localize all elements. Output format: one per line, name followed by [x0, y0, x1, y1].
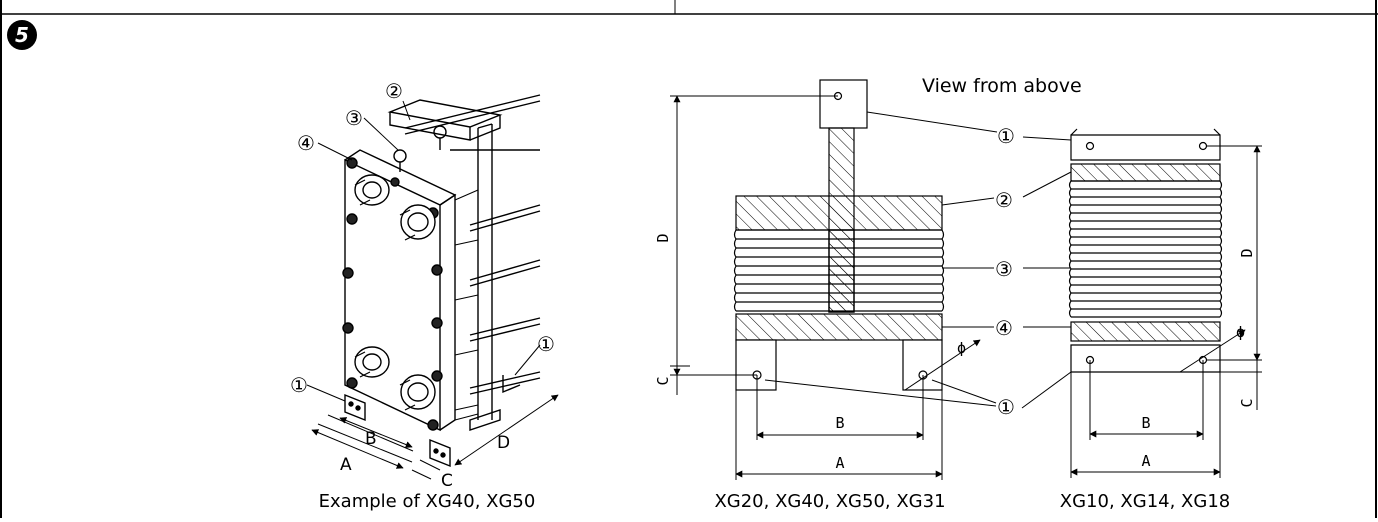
iso-callout-leaders	[306, 100, 541, 402]
iso-dimension-lines	[311, 394, 559, 480]
dim-d-side-lines	[1207, 145, 1262, 410]
iso-dimension-labels: B A D C	[340, 429, 510, 491]
callout-4-iso: ④	[297, 131, 315, 155]
guide-rods	[404, 94, 541, 395]
callout-3-iso: ③	[345, 106, 363, 130]
caption-left: Example of XG40, XG50	[319, 491, 536, 512]
dim-d-front: D	[654, 233, 672, 242]
mounting-feet	[344, 375, 521, 468]
view-from-above-label: View from above	[922, 75, 1082, 97]
plate-pack-side	[1068, 180, 1223, 318]
caption-right: XG10, XG14, XG18	[1060, 491, 1230, 512]
side-view-drawing	[1021, 128, 1262, 478]
callout-2-iso: ②	[385, 79, 403, 103]
callout-2-front: ②	[995, 188, 1013, 212]
carrying-bar	[387, 99, 503, 141]
flange-studs	[354, 179, 416, 411]
step-badge: 5	[7, 20, 37, 50]
dim-a-iso: A	[340, 455, 352, 475]
dim-phi-front: ϕ	[957, 339, 966, 357]
dim-c-front: C	[654, 376, 672, 385]
phi-leader-side	[1179, 329, 1246, 373]
callout-4-front: ④	[995, 316, 1013, 340]
dim-b-front: B	[835, 414, 844, 432]
dim-d-side: D	[1238, 248, 1256, 257]
callout-3-front: ③	[995, 257, 1013, 281]
dim-b-iso: B	[365, 429, 377, 449]
front-dimension-labels: D C B A ϕ	[654, 233, 966, 472]
iso-callout-labels: ② ③ ④ ① ①	[290, 79, 555, 397]
dim-ab-side-lines	[1070, 360, 1221, 478]
plate-pack	[454, 189, 479, 421]
isometric-exchanger-drawing	[306, 94, 559, 480]
callout-1-top: ①	[997, 124, 1015, 148]
dim-c-side: C	[1238, 398, 1256, 407]
dim-a-side: A	[1141, 452, 1150, 470]
dim-d-iso: D	[497, 433, 510, 453]
pressure-plate	[735, 195, 943, 231]
dim-b-side: B	[1141, 414, 1150, 432]
dim-ab-front-lines	[735, 375, 943, 480]
front-view-labels: View from above ① ② ③ ④ ①	[922, 75, 1082, 419]
front-callout-leaders	[764, 111, 998, 407]
step-number: 5	[15, 23, 29, 47]
frame-plate-side	[1070, 321, 1221, 342]
frame-plate-section	[735, 313, 943, 341]
callout-1-iso-right: ①	[537, 332, 555, 356]
dim-c-iso: C	[441, 471, 453, 491]
dim-d-front-lines	[670, 95, 838, 395]
front-view-drawing	[670, 79, 998, 480]
dim-a-front: A	[835, 454, 844, 472]
callout-1-feet: ①	[997, 395, 1015, 419]
callout-1-iso-left: ①	[290, 373, 308, 397]
port-flanges	[354, 174, 436, 410]
pressure-plate-side	[1070, 163, 1221, 182]
top-bar-block	[819, 79, 868, 129]
caption-middle: XG20, XG40, XG50, XG31	[714, 491, 945, 512]
lifting-eyes	[393, 125, 447, 172]
foot-left	[735, 339, 777, 391]
phi-leader-front	[904, 339, 981, 391]
side-dimension-labels: D C B A ϕ	[1141, 248, 1256, 470]
side-callout-leaders	[1021, 136, 1072, 409]
dim-phi-side: ϕ	[1236, 323, 1245, 341]
top-bar-side	[1070, 134, 1221, 161]
